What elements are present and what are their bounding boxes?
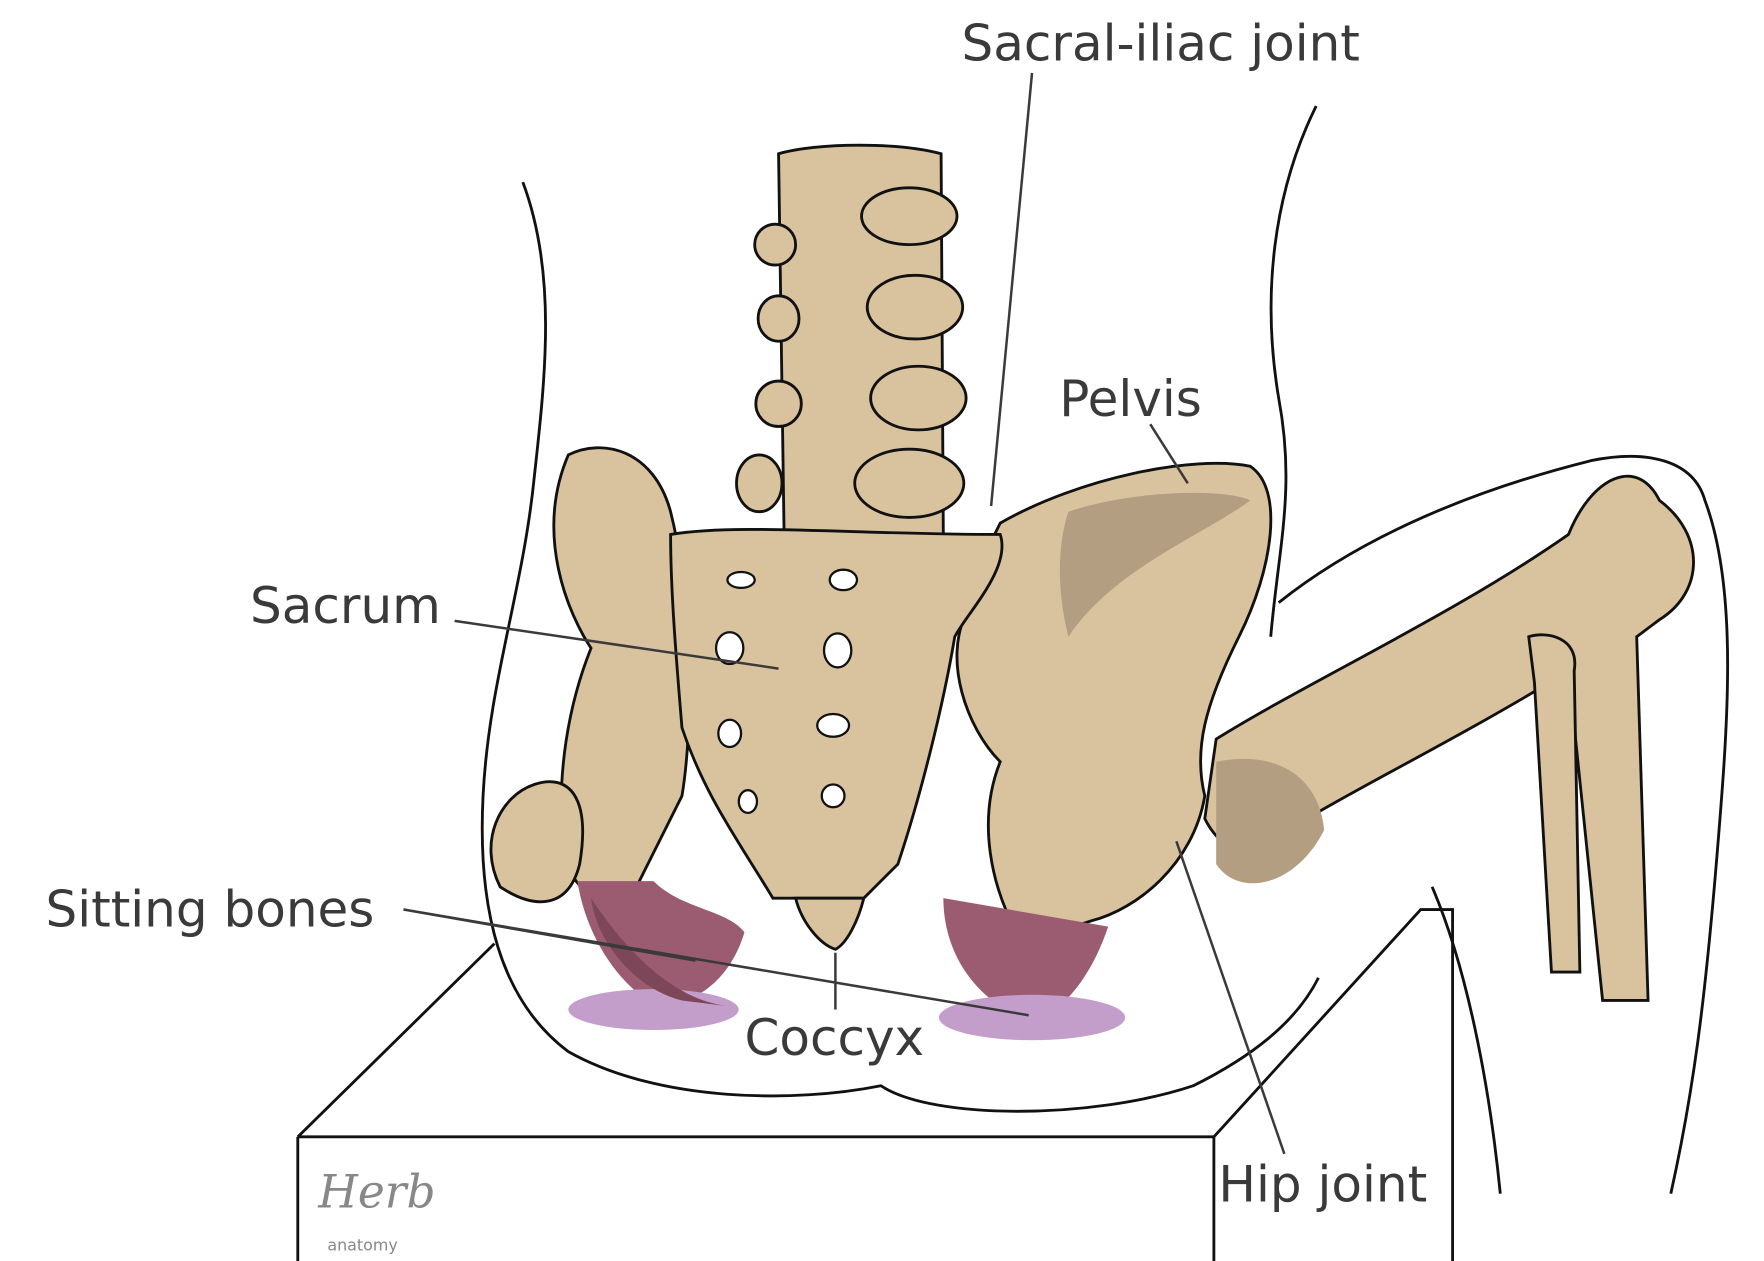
sacrum xyxy=(669,527,1004,951)
watermark-herb: Herb xyxy=(317,1165,435,1218)
lumbar-spine xyxy=(735,143,968,548)
label-sacral-iliac-joint: Sacral-iliac joint xyxy=(962,14,1360,72)
watermark-logo: Herb anatomy xyxy=(317,1165,435,1254)
leader-lines xyxy=(403,72,1286,1155)
label-coccyx: Coccyx xyxy=(744,1009,924,1067)
label-pelvis: Pelvis xyxy=(1059,370,1202,428)
label-hip-joint: Hip joint xyxy=(1218,1156,1427,1214)
pelvis-left xyxy=(489,446,745,1004)
seat-box xyxy=(296,908,1454,1261)
coccyx xyxy=(793,896,866,951)
watermark-anatomy: anatomy xyxy=(327,1236,397,1255)
label-sitting-bones: Sitting bones xyxy=(45,881,374,939)
pelvis-right xyxy=(943,461,1273,1018)
body-outline xyxy=(480,105,1730,1194)
label-sacrum: Sacrum xyxy=(250,577,441,635)
contact-pad-right xyxy=(938,994,1126,1041)
femur xyxy=(1203,474,1695,1002)
contact-pad-left xyxy=(568,989,739,1031)
